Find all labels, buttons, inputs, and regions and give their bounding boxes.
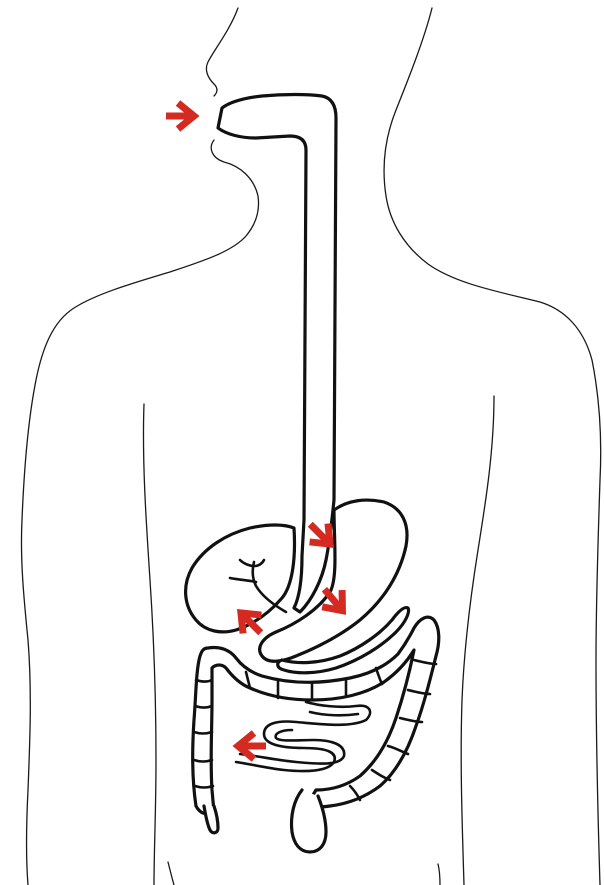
jaw-line [21, 140, 258, 885]
mouth-arrow [166, 103, 194, 129]
face-profile [206, 8, 238, 96]
rectum [291, 790, 326, 852]
hip-mark-left [168, 862, 174, 885]
small-intestine-inner [240, 712, 358, 764]
appendix [204, 806, 218, 833]
right-arm-line [461, 396, 494, 885]
hip-mark-right [438, 864, 440, 885]
small-intestine [236, 702, 370, 771]
left-arm-line [143, 404, 156, 885]
